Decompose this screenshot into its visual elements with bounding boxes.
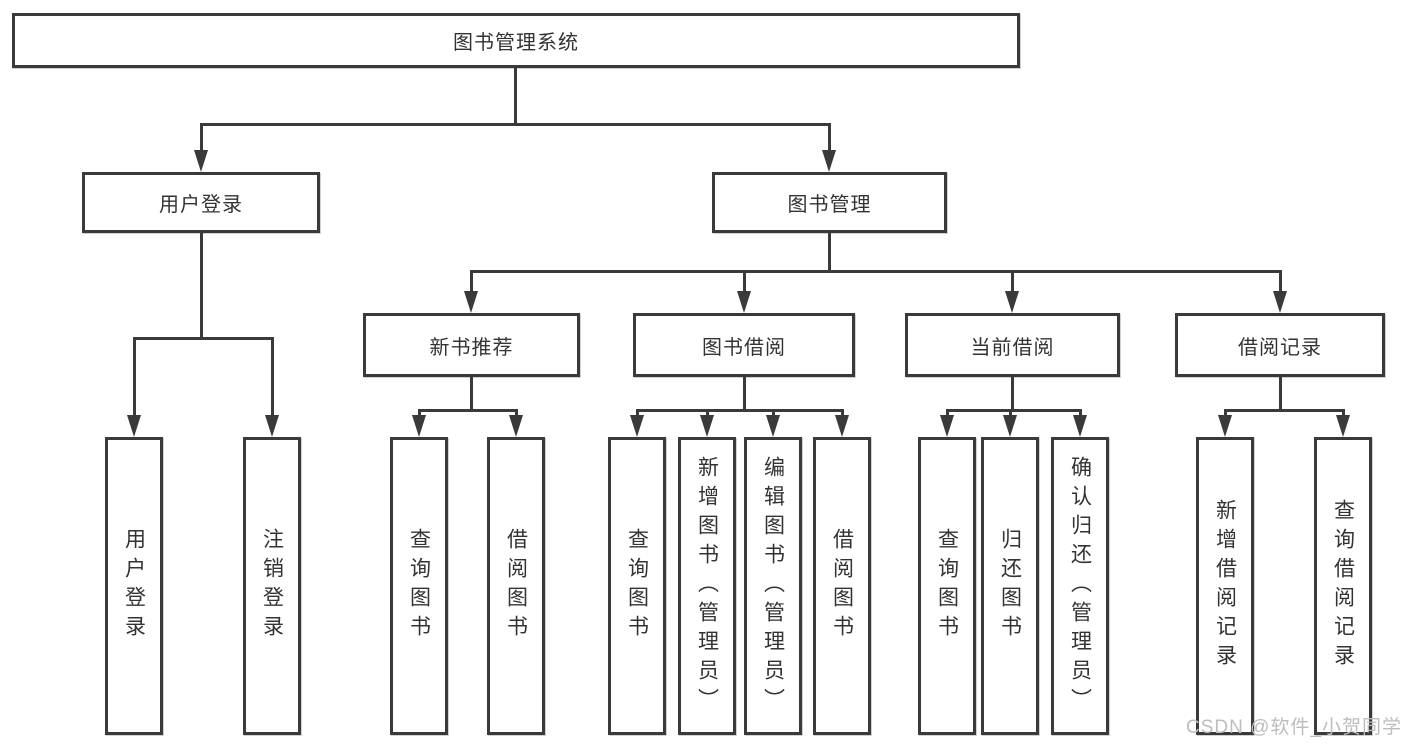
node-label: 借阅记录 <box>1238 336 1322 359</box>
leaf-borrow-books-recommend: 借阅图书 <box>487 437 545 735</box>
connector-vline <box>133 337 136 417</box>
arrow-down-icon <box>1073 415 1087 437</box>
leaf-label: 查询借阅记录 <box>1331 499 1355 673</box>
connector-hline <box>470 270 1282 273</box>
arrow-down-icon <box>1273 291 1287 313</box>
node-label: 新书推荐 <box>429 336 514 359</box>
node-label: 图书借阅 <box>702 336 786 359</box>
leaf-return-books: 归还图书 <box>981 437 1039 735</box>
connector-vline <box>470 377 473 412</box>
csdn-watermark: CSDN @软件_小贺同学 <box>1186 717 1402 738</box>
leaf-label: 查询图书 <box>407 528 431 644</box>
node-user-login: 用户登录 <box>82 172 320 233</box>
connector-vline <box>828 233 831 273</box>
node-current-borrowing: 当前借阅 <box>905 313 1120 377</box>
arrow-down-icon <box>194 150 208 172</box>
leaf-label: 确认归还（管理员） <box>1068 455 1092 717</box>
arrow-down-icon <box>737 291 751 313</box>
connector-vline <box>1279 377 1282 412</box>
connector-vline <box>200 233 203 340</box>
connector-hline <box>946 409 1082 412</box>
arrow-down-icon <box>127 415 141 437</box>
arrow-down-icon <box>1218 415 1232 437</box>
node-label: 图书管理系统 <box>453 32 579 54</box>
leaf-label: 用户登录 <box>122 528 146 644</box>
leaf-add-book-admin: 新增图书（管理员） <box>678 437 736 735</box>
leaf-label: 新增借阅记录 <box>1213 499 1237 673</box>
arrow-down-icon <box>940 415 954 437</box>
leaf-add-borrow-record: 新增借阅记录 <box>1196 437 1254 735</box>
connector-vline <box>1224 409 1227 417</box>
node-new-book-recommendation: 新书推荐 <box>363 313 580 377</box>
connector-vline <box>271 337 274 417</box>
connector-hline <box>200 123 831 126</box>
node-label: 当前借阅 <box>970 336 1055 359</box>
connector-vline <box>743 270 746 293</box>
connector-vline <box>828 123 831 152</box>
arrow-down-icon <box>265 415 279 437</box>
connector-vline <box>772 409 775 417</box>
connector-vline <box>1011 377 1014 412</box>
connector-hline <box>418 409 518 412</box>
arrow-down-icon <box>412 415 426 437</box>
leaf-label: 查询图书 <box>935 528 959 644</box>
connector-vline <box>514 68 517 126</box>
leaf-query-books-current: 查询图书 <box>918 437 976 735</box>
connector-vline <box>946 409 949 417</box>
leaf-label: 新增图书（管理员） <box>695 455 719 717</box>
node-library-management-system: 图书管理系统 <box>12 13 1020 68</box>
arrow-down-icon <box>1005 291 1019 313</box>
leaf-edit-book-admin: 编辑图书（管理员） <box>744 437 802 735</box>
connector-vline <box>1011 270 1014 293</box>
leaf-confirm-return-admin: 确认归还（管理员） <box>1051 437 1109 735</box>
connector-vline <box>470 270 473 293</box>
connector-vline <box>515 409 518 417</box>
leaf-user-login: 用户登录 <box>105 437 163 735</box>
connector-vline <box>1279 270 1282 293</box>
leaf-query-borrow-record: 查询借阅记录 <box>1314 437 1372 735</box>
connector-hline <box>1224 409 1345 412</box>
connector-vline <box>841 409 844 417</box>
connector-vline <box>1009 409 1012 417</box>
node-borrowing-records: 借阅记录 <box>1175 313 1385 377</box>
arrow-down-icon <box>630 415 644 437</box>
node-book-borrowing: 图书借阅 <box>633 313 855 377</box>
arrow-down-icon <box>1336 415 1350 437</box>
connector-hline <box>636 409 844 412</box>
node-label: 图书管理 <box>787 194 872 216</box>
arrow-down-icon <box>835 415 849 437</box>
connector-vline <box>1342 409 1345 417</box>
connector-vline <box>1079 409 1082 417</box>
arrow-down-icon <box>700 415 714 437</box>
connector-vline <box>706 409 709 417</box>
leaf-query-books-recommend: 查询图书 <box>390 437 448 735</box>
arrow-down-icon <box>509 415 523 437</box>
leaf-label: 编辑图书（管理员） <box>761 455 785 717</box>
connector-vline <box>200 123 203 152</box>
node-label: 用户登录 <box>159 194 243 216</box>
connector-vline <box>636 409 639 417</box>
connector-hline <box>133 337 273 340</box>
connector-vline <box>743 377 746 412</box>
arrow-down-icon <box>1003 415 1017 437</box>
leaf-label: 借阅图书 <box>830 528 854 644</box>
leaf-query-books-borrowing: 查询图书 <box>608 437 666 735</box>
leaf-label: 归还图书 <box>998 528 1022 644</box>
connector-vline <box>418 409 421 417</box>
leaf-borrow-books: 借阅图书 <box>813 437 871 735</box>
node-book-management: 图书管理 <box>712 172 947 233</box>
arrow-down-icon <box>464 291 478 313</box>
arrow-down-icon <box>822 150 836 172</box>
arrow-down-icon <box>766 415 780 437</box>
leaf-label: 借阅图书 <box>504 528 528 644</box>
leaf-label: 注销登录 <box>260 528 284 644</box>
leaf-logout: 注销登录 <box>243 437 301 735</box>
leaf-label: 查询图书 <box>625 528 649 644</box>
